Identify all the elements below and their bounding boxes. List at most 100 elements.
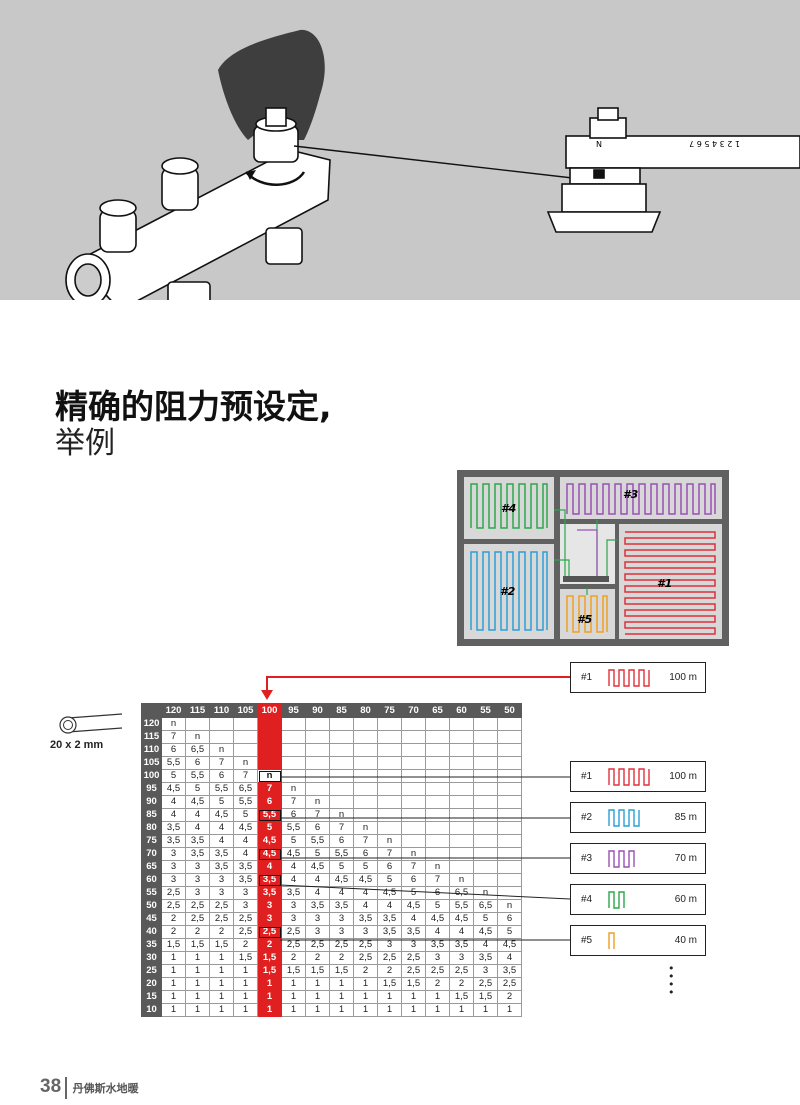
table-cell [377, 808, 402, 822]
table-cell: 5,5 [329, 847, 354, 861]
table-cell: 6 [377, 860, 402, 874]
table-cell: 5,5 [449, 899, 474, 913]
table-cell: 3 [209, 873, 234, 887]
loop-legend: #4 60 m [570, 884, 706, 915]
table-cell: 2 [161, 912, 186, 926]
table-cell: n [353, 821, 378, 835]
column-header: 65 [425, 703, 450, 718]
table-cell: 4 [161, 808, 186, 822]
table-cell: 1,5 [257, 964, 282, 978]
table-cell: 3 [401, 938, 426, 952]
table-cell: 1 [377, 990, 402, 1004]
row-header: 70 [141, 847, 162, 861]
table-cell [401, 730, 426, 744]
table-cell: 3 [185, 873, 210, 887]
pipe-coil-icon [608, 768, 650, 786]
table-cell [449, 834, 474, 848]
table-cell [257, 743, 282, 757]
pipe-coil-icon [608, 891, 625, 909]
room-label: #1 [657, 577, 672, 590]
column-header: 90 [305, 703, 330, 718]
table-cell: 1 [185, 990, 210, 1004]
table-cell: 5 [425, 899, 450, 913]
table-cell [401, 743, 426, 757]
column-header: 120 [161, 703, 186, 718]
table-cell: 2,5 [209, 912, 234, 926]
table-cell: 1,5 [305, 964, 330, 978]
table-cell: 1 [257, 990, 282, 1004]
table-cell [473, 847, 498, 861]
table-cell: 3,5 [377, 925, 402, 939]
table-cell: 2,5 [257, 925, 282, 939]
table-cell: 1 [305, 1003, 330, 1017]
table-cell [353, 717, 378, 731]
table-cell: 4 [161, 795, 186, 809]
table-cell: 1 [185, 964, 210, 978]
table-cell: 6 [185, 756, 210, 770]
table-cell: 7 [161, 730, 186, 744]
table-cell: 6,5 [473, 899, 498, 913]
table-cell: 2,5 [401, 964, 426, 978]
table-cell [401, 821, 426, 835]
table-cell: 7 [305, 808, 330, 822]
table-cell [233, 743, 258, 757]
table-cell: 3,5 [425, 938, 450, 952]
svg-text:N: N [596, 140, 602, 149]
row-header: 25 [141, 964, 162, 978]
loop-id: #3 [581, 853, 593, 864]
page-heading: 精确的阻力预设定, 举例 [55, 388, 332, 462]
table-cell [401, 769, 426, 783]
table-cell: 4 [257, 860, 282, 874]
table-cell [473, 717, 498, 731]
table-cell: 1 [305, 990, 330, 1004]
table-cell: 3,5 [257, 873, 282, 887]
table-cell: 1 [233, 964, 258, 978]
table-cell: 7 [233, 769, 258, 783]
table-corner [141, 703, 162, 718]
table-cell: 6 [281, 808, 306, 822]
table-cell: 1 [233, 977, 258, 991]
table-cell [185, 717, 210, 731]
table-cell: 1 [329, 977, 354, 991]
table-cell: 1 [425, 1003, 450, 1017]
table-cell: 5,5 [185, 769, 210, 783]
table-cell: 1 [401, 1003, 426, 1017]
table-cell: 5,5 [305, 834, 330, 848]
table-cell: n [401, 847, 426, 861]
table-cell: 5,5 [209, 782, 234, 796]
table-cell: 3 [161, 860, 186, 874]
table-cell [473, 795, 498, 809]
table-cell: 3,5 [473, 951, 498, 965]
table-cell: 2,5 [281, 938, 306, 952]
table-cell: 1 [329, 990, 354, 1004]
table-cell: 3 [353, 925, 378, 939]
table-cell [281, 730, 306, 744]
table-cell [353, 808, 378, 822]
table-cell: 2,5 [185, 899, 210, 913]
table-cell: 2 [185, 925, 210, 939]
table-cell: 4,5 [353, 873, 378, 887]
table-cell: 5 [161, 769, 186, 783]
table-cell: 2,5 [329, 938, 354, 952]
table-cell: 3 [305, 925, 330, 939]
table-cell: n [305, 795, 330, 809]
row-header: 95 [141, 782, 162, 796]
table-cell: 3,5 [185, 834, 210, 848]
row-header: 75 [141, 834, 162, 848]
table-cell [449, 717, 474, 731]
table-cell: 1 [209, 951, 234, 965]
table-cell [425, 730, 450, 744]
table-cell [497, 834, 522, 848]
table-cell: 6 [329, 834, 354, 848]
table-cell: 2,5 [449, 964, 474, 978]
table-cell: 3 [257, 912, 282, 926]
table-cell: 2,5 [233, 925, 258, 939]
pipe-icon [59, 713, 123, 734]
table-cell: 4 [209, 834, 234, 848]
table-cell: 6 [425, 886, 450, 900]
